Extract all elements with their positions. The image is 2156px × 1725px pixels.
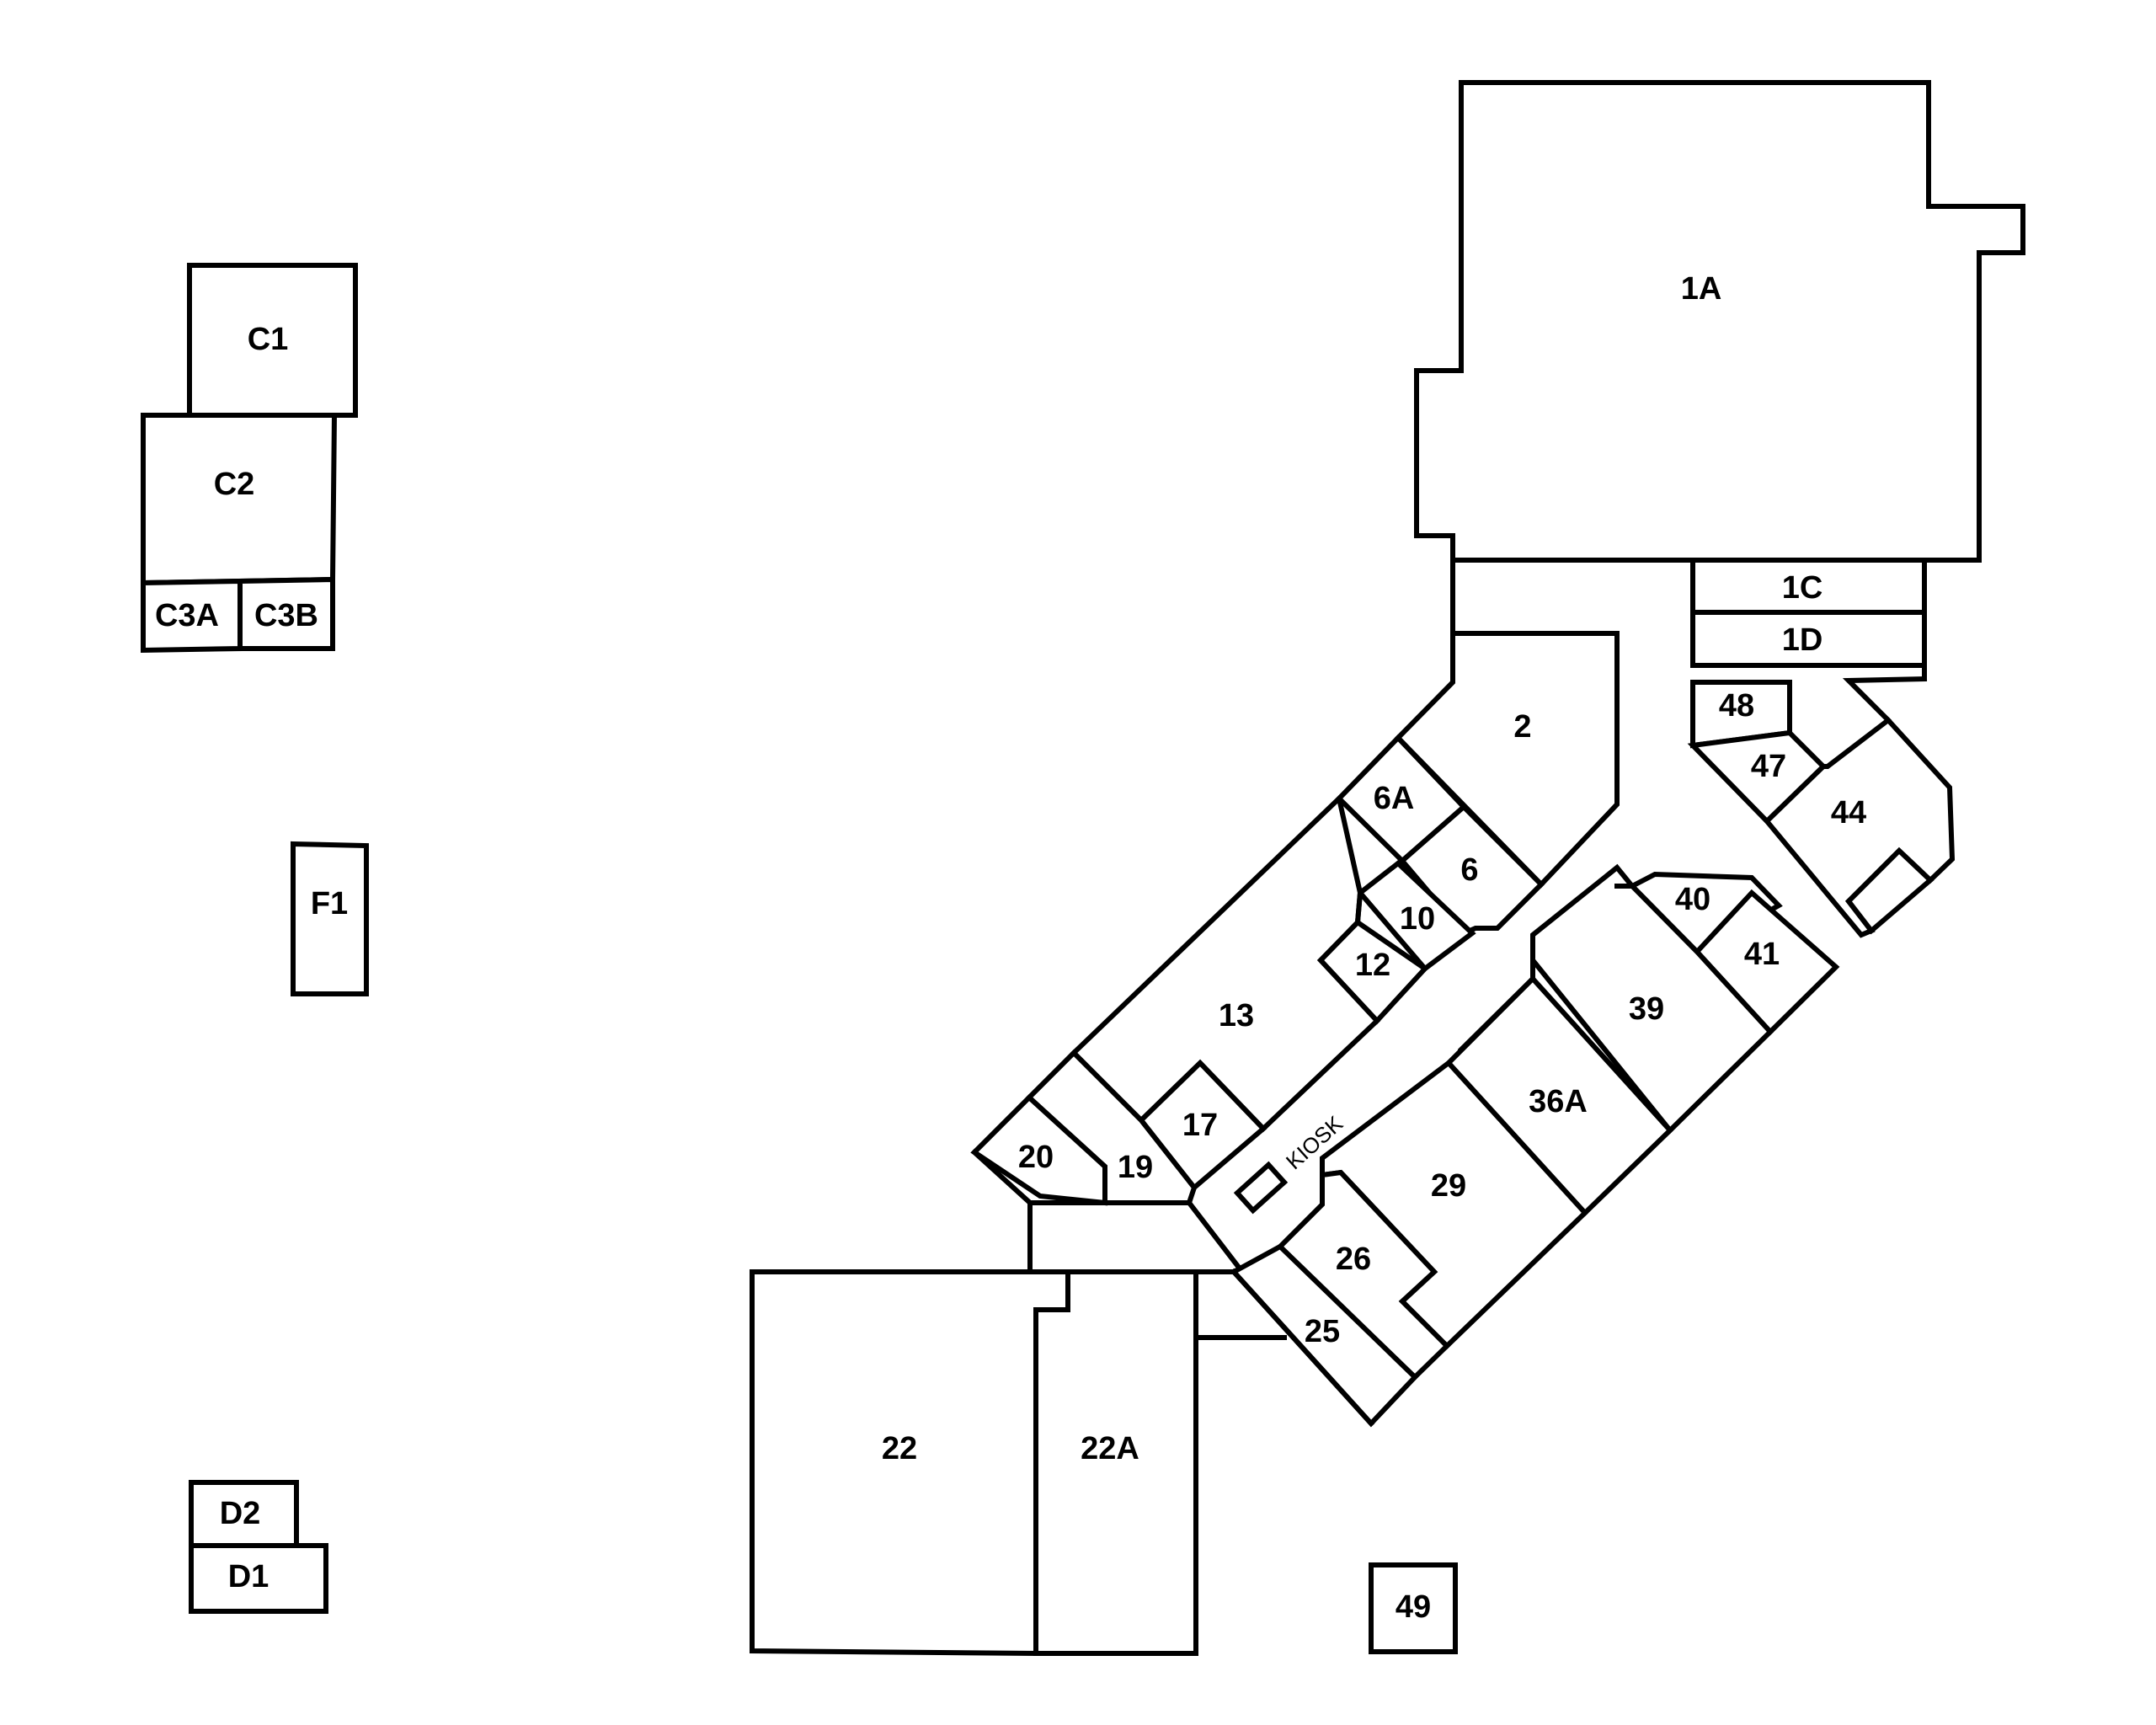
unit-25-label: 25	[1305, 1314, 1340, 1349]
unit-22A-label: 22A	[1081, 1431, 1139, 1466]
unit-1A[interactable]	[1414, 80, 2025, 563]
corridor-wall-bottom	[1027, 1200, 1246, 1276]
unit-48-label: 48	[1719, 688, 1754, 724]
unit-49[interactable]	[1369, 1562, 1458, 1654]
unit-C3B-label: C3B	[254, 598, 318, 633]
wall-20-lower	[970, 1148, 1034, 1207]
wall-44-top	[1842, 676, 1928, 724]
unit-D1-label: D1	[228, 1559, 270, 1594]
unit-36A-label: 36A	[1529, 1084, 1588, 1119]
unit-C1[interactable]	[187, 263, 358, 418]
unit-1C-label: 1C	[1782, 570, 1823, 606]
unit-41-label: 41	[1744, 937, 1780, 972]
unit-1C[interactable]	[1690, 558, 1927, 615]
unit-1A-label: 1A	[1681, 271, 1722, 307]
unit-12-label: 12	[1355, 948, 1390, 983]
unit-49-label: 49	[1396, 1589, 1431, 1625]
unit-6-label: 6	[1460, 852, 1478, 888]
unit-39-label: 39	[1629, 991, 1664, 1027]
unit-1D[interactable]	[1690, 610, 1927, 668]
unit-10[interactable]	[1356, 860, 1476, 973]
unit-1D-label: 1D	[1782, 622, 1823, 658]
wall-lower-right	[1230, 1268, 1375, 1428]
unit-22A[interactable]	[1033, 1269, 1198, 1656]
unit-39[interactable]	[1530, 863, 1774, 1135]
unit-20[interactable]	[970, 1093, 1107, 1206]
unit-C1-label: C1	[248, 322, 289, 357]
unit-17-label: 17	[1182, 1108, 1218, 1143]
unit-D2[interactable]	[189, 1480, 299, 1548]
unit-F1[interactable]	[291, 841, 369, 996]
unit-19-label: 19	[1118, 1150, 1153, 1185]
unit-26[interactable]	[1276, 1169, 1451, 1381]
unit-40-label: 40	[1675, 882, 1710, 917]
unit-26-label: 26	[1336, 1242, 1371, 1277]
unit-F1-label: F1	[311, 886, 348, 921]
unit-13-label: 13	[1219, 998, 1254, 1033]
unit-C3A-label: C3A	[155, 598, 219, 633]
unit-29-label: 29	[1431, 1168, 1466, 1204]
unit-C3B[interactable]	[237, 576, 335, 651]
unit-D2-label: D2	[220, 1496, 261, 1531]
kiosk[interactable]	[1233, 1161, 1289, 1215]
unit-2-label: 2	[1513, 709, 1531, 745]
unit-44-annex[interactable]	[1845, 846, 1935, 935]
unit-44-label: 44	[1831, 795, 1866, 830]
unit-47-label: 47	[1751, 749, 1786, 784]
unit-10-label: 10	[1400, 901, 1435, 937]
unit-C2-label: C2	[214, 467, 255, 502]
unit-6A-label: 6A	[1374, 781, 1415, 816]
unit-D1[interactable]	[189, 1543, 328, 1614]
wall-13-12	[1354, 889, 1364, 926]
unit-20-label: 20	[1018, 1140, 1054, 1175]
unit-22-label: 22	[882, 1431, 917, 1466]
